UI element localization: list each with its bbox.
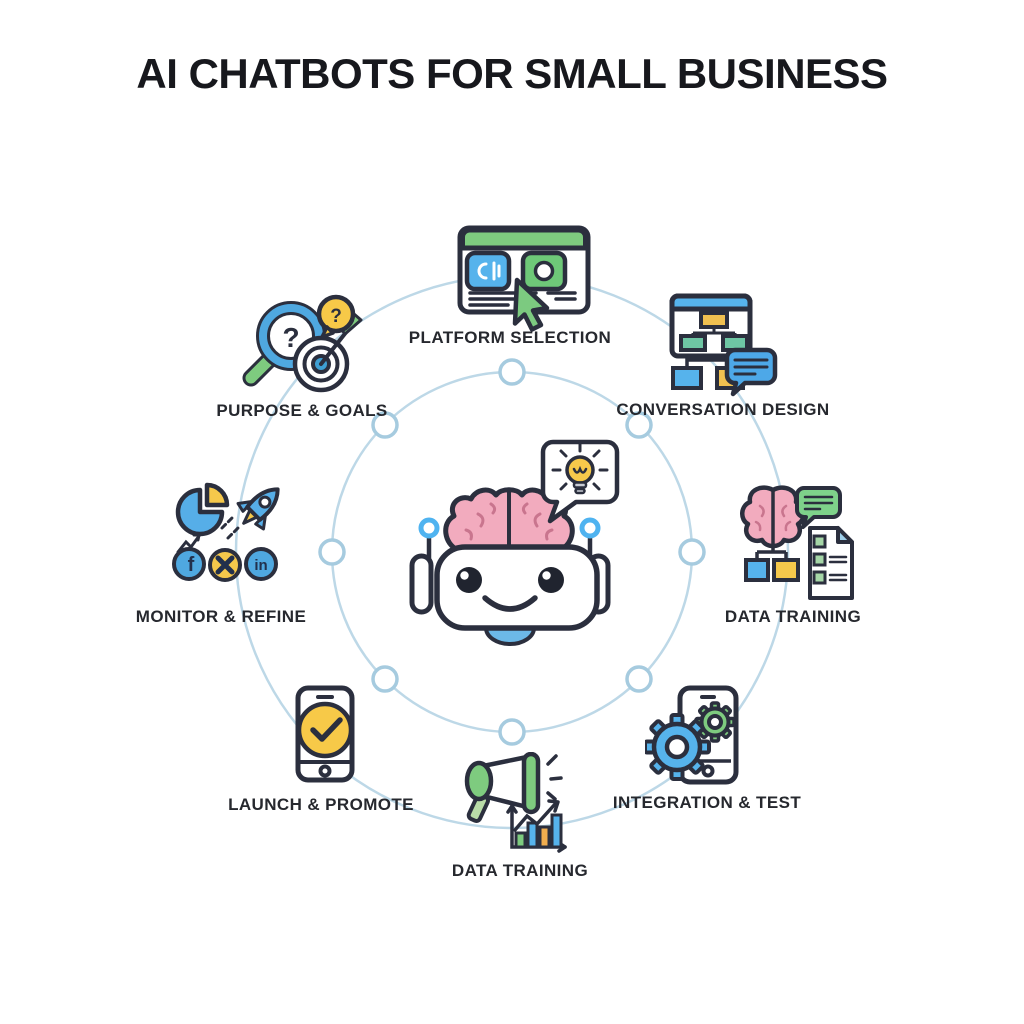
brain-icon bbox=[740, 485, 806, 549]
orbit-node bbox=[371, 411, 399, 439]
gear-icon bbox=[694, 701, 736, 743]
orbit-node bbox=[678, 538, 706, 566]
robot-head bbox=[434, 544, 600, 631]
phone-checkmark-icon bbox=[295, 685, 355, 783]
cursor-icon bbox=[512, 277, 550, 332]
bar-chart-icon bbox=[506, 799, 567, 853]
step-label-monitor-refine: MONITOR & REFINE bbox=[135, 607, 307, 626]
step-label-conversation-design: CONVERSATION DESIGN bbox=[616, 400, 830, 419]
step-label-platform-selection: PLATFORM SELECTION bbox=[408, 328, 612, 347]
question-bubble-icon: ? bbox=[316, 294, 356, 339]
megaphone-bar-chart-icon bbox=[464, 752, 567, 853]
orbit-node bbox=[498, 358, 526, 386]
step-label-data-training-2: DATA TRAINING bbox=[451, 861, 589, 880]
browser-window-cursor-icon bbox=[457, 225, 591, 332]
facebook-icon: f bbox=[172, 547, 206, 581]
orbit-node bbox=[625, 665, 653, 693]
step-label-integration-test: INTEGRATION & TEST bbox=[612, 793, 802, 812]
pie-chart-icon bbox=[175, 482, 230, 537]
checkmark-circle-icon bbox=[296, 701, 354, 759]
chat-bubble-icon bbox=[795, 486, 842, 529]
flowchart-chat-bubble-icon bbox=[669, 293, 778, 397]
orbit-node bbox=[498, 718, 526, 746]
lightbulb-icon bbox=[551, 442, 609, 495]
phone-gears-icon bbox=[645, 685, 739, 785]
svg-text:in: in bbox=[254, 557, 267, 574]
page-title: AI CHATBOTS FOR SMALL BUSINESS bbox=[136, 50, 888, 97]
step-label-launch-promote: LAUNCH & PROMOTE bbox=[228, 795, 414, 814]
lightbulb-speech-bubble bbox=[540, 439, 620, 524]
orbit-node bbox=[371, 665, 399, 693]
svg-text:f: f bbox=[188, 554, 195, 576]
robot-face bbox=[456, 567, 564, 612]
magnifier-target-question-icon: ? ? bbox=[242, 294, 363, 393]
megaphone-icon bbox=[464, 752, 563, 823]
brain-icon bbox=[443, 487, 575, 553]
step-label-purpose-goals: PURPOSE & GOALS bbox=[216, 401, 388, 420]
chat-bubble-icon bbox=[724, 347, 778, 397]
linkedin-icon: in bbox=[244, 547, 278, 581]
chatbot-robot-icon bbox=[409, 439, 620, 646]
rocket-icon bbox=[236, 487, 280, 531]
brain-chat-checklist-icon bbox=[740, 485, 854, 600]
step-label-data-training: DATA TRAINING bbox=[724, 607, 862, 626]
orbit-node bbox=[625, 411, 653, 439]
checklist-document-icon bbox=[808, 526, 854, 600]
antenna-icon bbox=[418, 517, 601, 560]
svg-text:?: ? bbox=[330, 306, 342, 327]
x-twitter-icon bbox=[208, 548, 242, 582]
svg-text:?: ? bbox=[282, 322, 299, 353]
robot-neck bbox=[483, 626, 537, 646]
orbit-node bbox=[318, 538, 346, 566]
gear-icon bbox=[645, 713, 711, 781]
robot-ear bbox=[409, 553, 434, 615]
pie-rocket-social-icon: f in bbox=[172, 482, 280, 582]
